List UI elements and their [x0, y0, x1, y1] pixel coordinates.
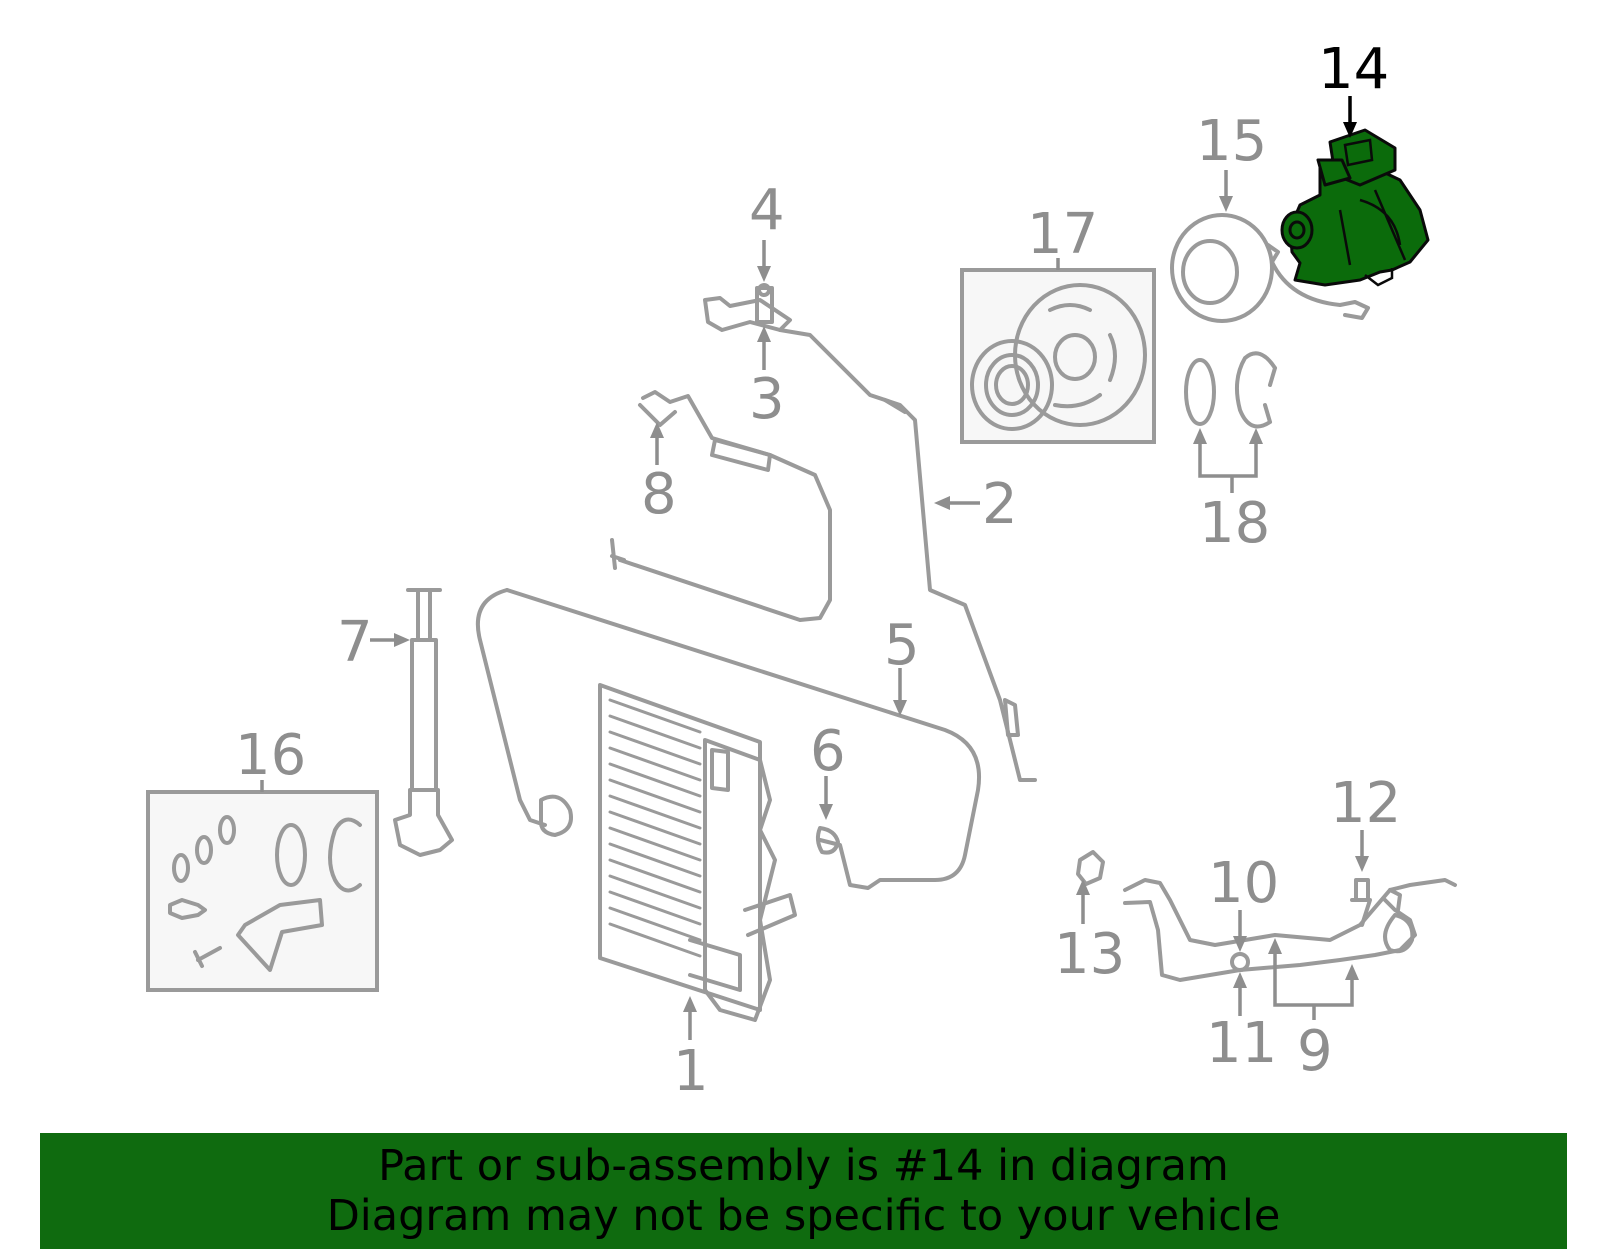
part-3-4-valve	[703, 283, 792, 332]
callout-8: 8	[641, 462, 677, 527]
callout-1: 1	[673, 1039, 709, 1104]
callout-13: 13	[1054, 922, 1125, 987]
part-7-receiver-dryer	[393, 588, 454, 857]
part-5-hose	[475, 588, 981, 890]
banner-line-2: Diagram may not be specific to your vehi…	[326, 1191, 1281, 1241]
info-banner: Part or sub-assembly is #14 in diagram D…	[40, 1133, 1567, 1249]
callout-9: 9	[1297, 1019, 1333, 1084]
callout-3: 3	[749, 367, 785, 432]
part-16-seal-kit	[146, 790, 379, 992]
callout-16: 16	[235, 723, 306, 788]
callout-14: 14	[1318, 37, 1389, 102]
banner-line-1: Part or sub-assembly is #14 in diagram	[378, 1141, 1229, 1191]
part-18-seals	[1184, 351, 1277, 429]
callout-4: 4	[749, 178, 785, 243]
callout-10: 10	[1208, 851, 1279, 916]
callout-labels: 1 2 3 4 5 6 7 8 9 10 11 12 13 14 15 16 1…	[235, 37, 1401, 1104]
part-9-manifold-line	[1123, 878, 1457, 982]
callout-18: 18	[1199, 491, 1270, 556]
callout-12: 12	[1330, 771, 1401, 836]
callout-arrows	[260, 96, 1369, 1040]
callout-7: 7	[337, 610, 373, 675]
part-2-line	[778, 328, 1037, 782]
part-1-condenser	[598, 683, 797, 1022]
callout-15: 15	[1196, 109, 1267, 174]
callout-17: 17	[1027, 202, 1098, 267]
callout-2: 2	[982, 472, 1018, 537]
callout-6: 6	[810, 719, 846, 784]
part-8-hose	[610, 390, 832, 622]
callout-5: 5	[884, 613, 920, 678]
part-17-clutch-pulley	[960, 268, 1156, 444]
part-14-compressor	[1280, 128, 1430, 287]
callout-11: 11	[1206, 1011, 1277, 1076]
parts-10-13-fittings	[1076, 850, 1372, 972]
part-15-clutch-coil	[1170, 213, 1370, 323]
